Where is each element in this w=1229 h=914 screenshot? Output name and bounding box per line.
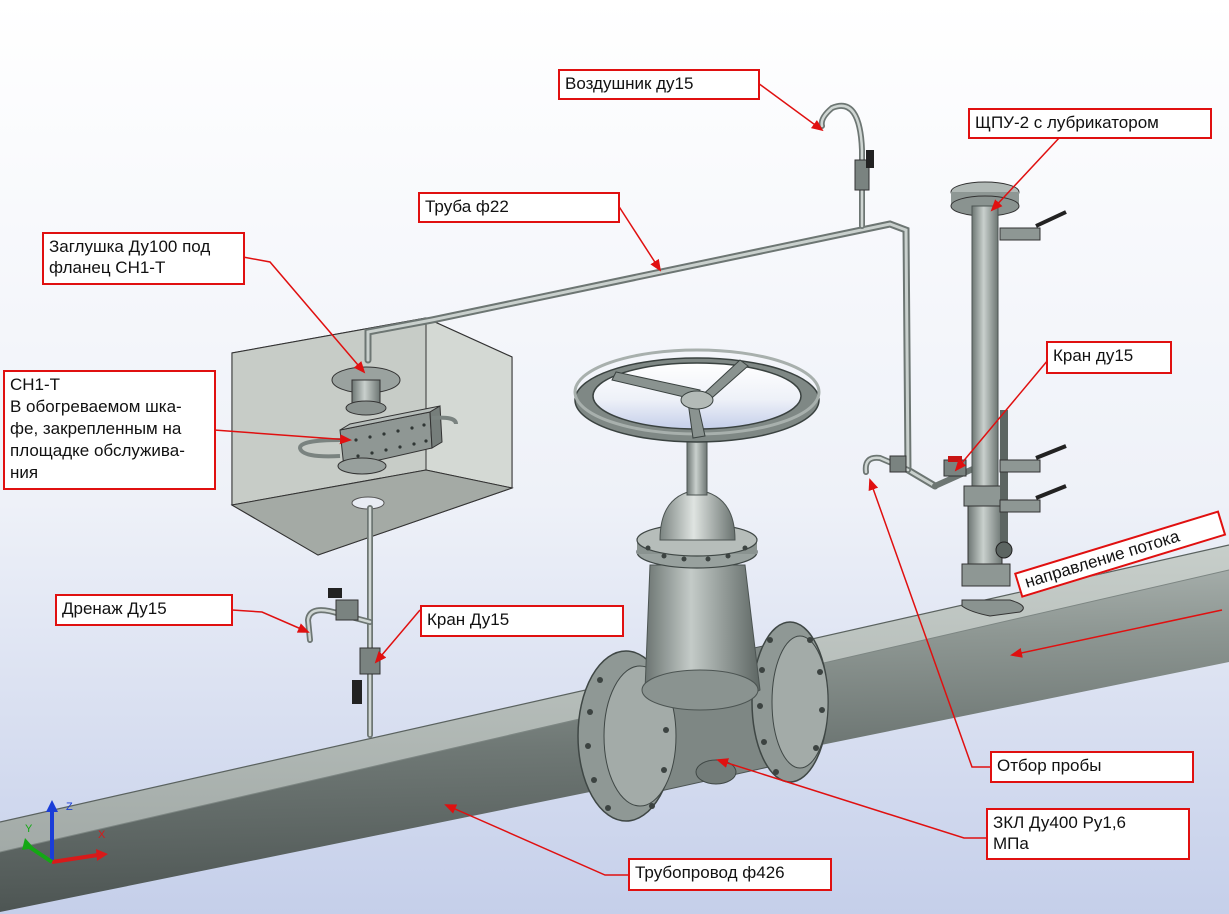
label-truboprovod: Трубопровод ф426 bbox=[628, 858, 832, 891]
label-sn1t-line4: площадке обслужива- bbox=[10, 441, 185, 460]
label-sn1t-line2: В обогреваемом шка- bbox=[10, 397, 182, 416]
label-schpu-text: ЩПУ-2 с лубрикатором bbox=[975, 113, 1159, 132]
label-kran-du15-left: Кран Ду15 bbox=[420, 605, 624, 637]
label-otbor-text: Отбор пробы bbox=[997, 756, 1102, 775]
callout-leaders bbox=[213, 82, 1223, 876]
leader-truboprovod bbox=[444, 804, 630, 876]
label-sn1t: СН1-Т В обогреваемом шка- фе, закрепленн… bbox=[3, 370, 216, 490]
label-zaglushka-line1: Заглушка Ду100 под bbox=[49, 237, 211, 256]
small-piping bbox=[304, 102, 978, 738]
leader-zkl bbox=[716, 758, 988, 839]
label-kran-du15-left-text: Кран Ду15 bbox=[427, 610, 510, 629]
leader-truba bbox=[617, 204, 662, 272]
label-truba: Труба ф22 bbox=[418, 192, 620, 223]
label-sn1t-line3: фе, закрепленным на bbox=[10, 419, 182, 438]
axis-y-label: Y bbox=[25, 823, 33, 835]
gate-valve bbox=[573, 348, 829, 822]
leader-schpu bbox=[990, 136, 1061, 212]
leader-sn1t bbox=[213, 429, 352, 445]
label-zkl-line2: МПа bbox=[993, 834, 1029, 853]
label-schpu: ЩПУ-2 с лубрикатором bbox=[968, 108, 1212, 139]
label-drenazh-text: Дренаж Ду15 bbox=[62, 599, 167, 618]
label-vozdushnik: Воздушник ду15 bbox=[558, 69, 760, 100]
axis-z-label: Z bbox=[66, 801, 73, 813]
leader-kran-left bbox=[374, 609, 421, 664]
label-sn1t-line1: СН1-Т bbox=[10, 375, 61, 394]
axis-x-label: X bbox=[98, 829, 106, 841]
leader-zaglushka bbox=[242, 256, 366, 374]
leader-flow bbox=[1010, 609, 1223, 658]
label-vozdushnik-text: Воздушник ду15 bbox=[565, 74, 694, 93]
label-otbor: Отбор пробы bbox=[990, 751, 1194, 783]
leader-vozdushnik bbox=[757, 82, 824, 132]
label-kran-du15-right: Кран ду15 bbox=[1046, 341, 1172, 374]
label-zaglushka-line2: фланец СН1-Т bbox=[49, 258, 166, 277]
label-truba-text: Труба ф22 bbox=[425, 197, 509, 216]
axis-triad: Z X Y bbox=[22, 800, 108, 864]
heated-cabinet bbox=[230, 317, 514, 556]
label-truboprovod-text: Трубопровод ф426 bbox=[635, 863, 785, 882]
schpu-column bbox=[950, 181, 1067, 617]
leader-kran-right bbox=[954, 359, 1049, 472]
leader-otbor bbox=[868, 478, 992, 768]
label-zkl: ЗКЛ Ду400 Ру1,6 МПа bbox=[986, 808, 1190, 860]
label-drenazh: Дренаж Ду15 bbox=[55, 594, 233, 626]
label-kran-du15-right-text: Кран ду15 bbox=[1053, 346, 1134, 365]
label-zaglushka: Заглушка Ду100 под фланец СН1-Т bbox=[42, 232, 245, 285]
label-sn1t-line5: ния bbox=[10, 463, 39, 482]
leader-drenazh bbox=[231, 609, 310, 633]
label-zkl-line1: ЗКЛ Ду400 Ру1,6 bbox=[993, 813, 1126, 832]
